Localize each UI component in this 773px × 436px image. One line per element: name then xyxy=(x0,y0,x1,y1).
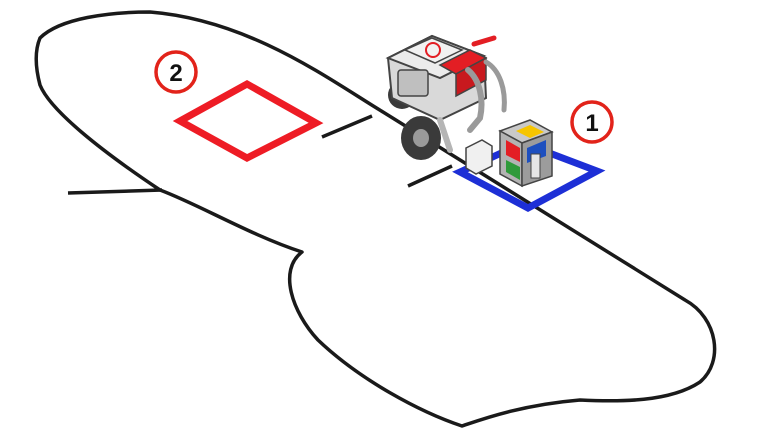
color-cube xyxy=(498,119,554,188)
cube-face-yellow xyxy=(516,125,544,138)
robot-motor xyxy=(397,69,429,97)
cube-face-green xyxy=(506,160,520,180)
marker-2-circle xyxy=(154,50,198,94)
robot-arm xyxy=(465,67,485,133)
track-outline xyxy=(34,10,717,428)
robot-arm-red xyxy=(471,35,497,47)
cube-face-red xyxy=(506,140,520,162)
robot-sensor xyxy=(465,139,493,175)
marker-2: 2 xyxy=(154,50,198,94)
robot xyxy=(385,34,507,175)
marker-1-label: 1 xyxy=(585,110,598,137)
robot-brick xyxy=(403,37,464,64)
marker-1-circle xyxy=(570,100,614,144)
marker-1: 1 xyxy=(570,100,614,144)
track-gap-line-upper xyxy=(321,114,373,139)
robot-brick-button xyxy=(425,42,441,58)
drop-zone-2 xyxy=(172,79,324,162)
track-gap-line-lower xyxy=(407,164,453,188)
track-tail-line xyxy=(67,188,163,195)
marker-2-label: 2 xyxy=(169,60,182,87)
